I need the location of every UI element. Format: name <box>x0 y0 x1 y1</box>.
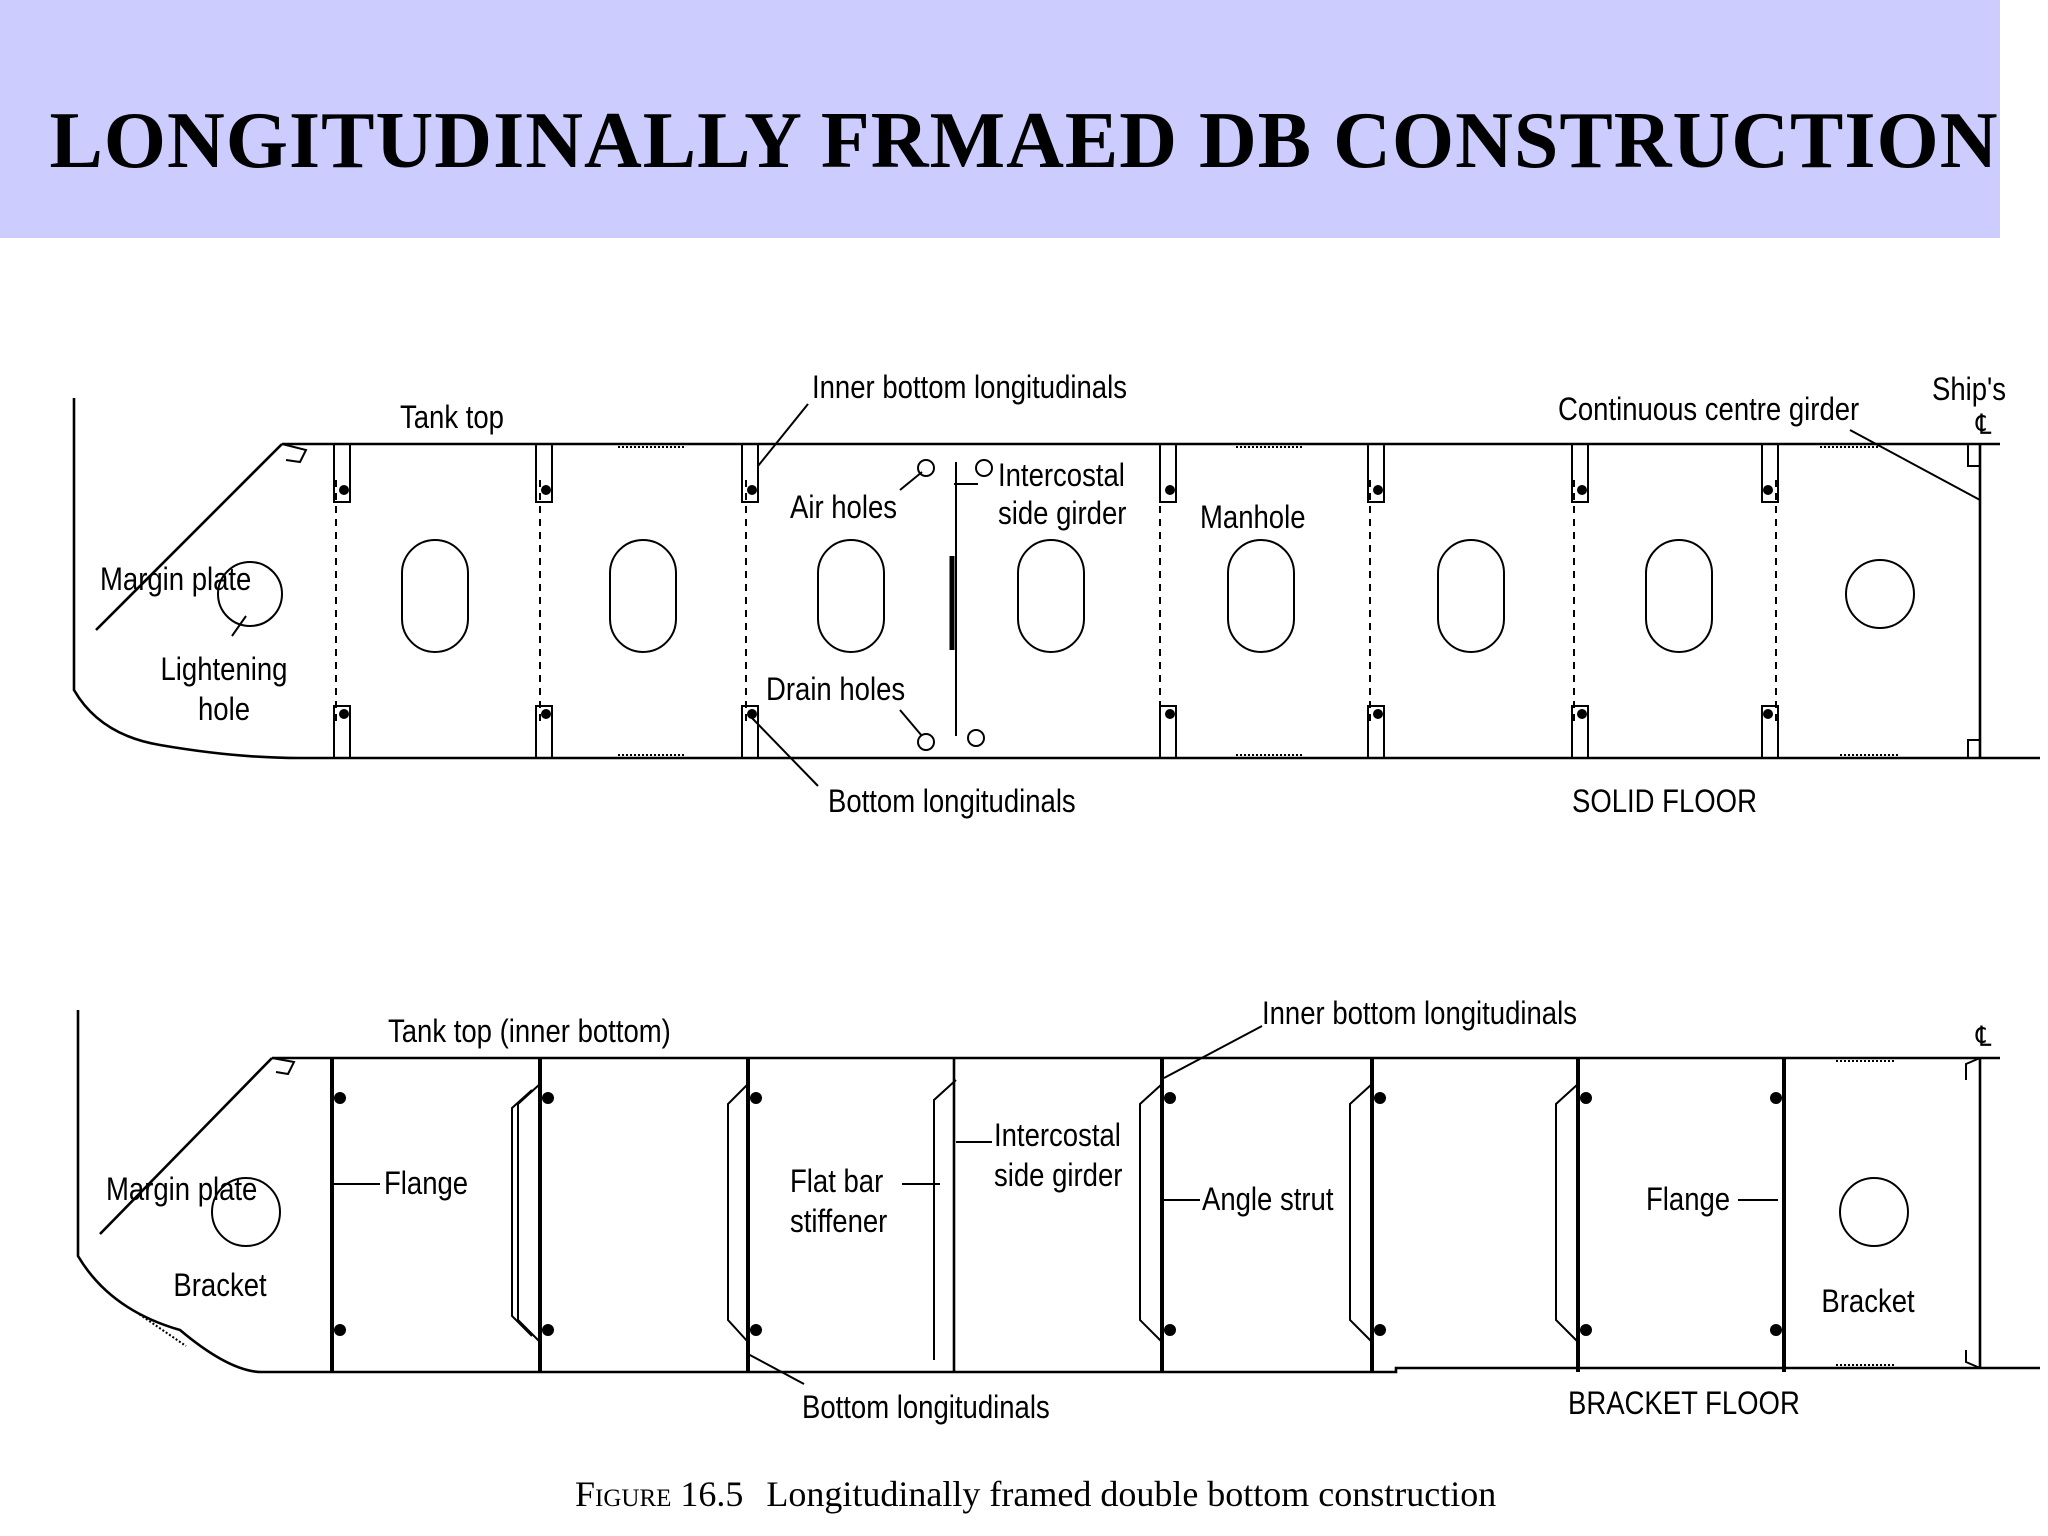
struts <box>511 1079 1579 1360</box>
margin-plate-line <box>95 443 283 631</box>
title-bar: LONGITUDINALLY FRMAED DB CONSTRUCTION <box>0 0 2000 238</box>
cl-symbol: ℄ <box>1975 408 1992 440</box>
inner-bottom-longitudinals-label: Inner bottom longitudinals <box>812 370 1127 405</box>
air-drain-holes <box>917 459 993 751</box>
bottom-longitudinals-label-2: Bottom longitudinals <box>802 1390 1050 1425</box>
bracket-left-label: Bracket <box>173 1268 267 1303</box>
bracket-right-label: Bracket <box>1821 1284 1915 1319</box>
lightening-label-1: Lightening <box>161 652 288 687</box>
tank-top-inner-bottom-label: Tank top (inner bottom) <box>388 1014 671 1049</box>
air-holes-label: Air holes <box>790 490 897 525</box>
weld-hatches <box>618 446 1900 756</box>
margin-plate-label-2: Margin plate <box>106 1172 257 1207</box>
figure-caption-text: Longitudinally framed double bottom cons… <box>766 1474 1496 1514</box>
intercostal-label-3: Intercostal <box>994 1118 1121 1153</box>
bracket-floor-drawing <box>76 1010 2040 1385</box>
lightening-label-2: hole <box>198 692 250 727</box>
flat-bar-label-1: Flat bar <box>790 1164 883 1199</box>
tank-top-label: Tank top <box>400 400 504 435</box>
bottom-longitudinals-row <box>333 705 1980 758</box>
bracket-floor-heading: BRACKET FLOOR <box>1568 1386 1800 1421</box>
bracket-longitudinal-dots <box>334 1092 1782 1336</box>
flange-right-label: Flange <box>1646 1182 1730 1217</box>
solid-floor-heading: SOLID FLOOR <box>1572 784 1757 819</box>
bottom-longitudinals-label: Bottom longitudinals <box>828 784 1076 819</box>
bracket-floor-verticals <box>330 1058 1786 1372</box>
manhole-label: Manhole <box>1200 500 1306 535</box>
solid-leaders <box>231 403 1981 787</box>
cl-symbol-2: ℄ <box>1975 1020 1992 1052</box>
intercostal-label-4: side girder <box>994 1158 1122 1193</box>
flange-left-label: Flange <box>384 1166 468 1201</box>
bracket-hole-left <box>211 1177 281 1247</box>
figure-caption: Figure 16.5 Longitudinally framed double… <box>575 1474 1496 1514</box>
continuous-centre-girder-label: Continuous centre girder <box>1558 392 1859 427</box>
bracket-hole-right <box>1839 1177 1909 1247</box>
inner-bottom-longitudinals-label-2: Inner bottom longitudinals <box>1262 996 1577 1031</box>
inner-bottom-longitudinals-top <box>333 444 1980 503</box>
bracket-leaders <box>332 1025 1778 1385</box>
shell-bilge <box>72 398 2040 760</box>
flat-bar-label-2: stiffener <box>790 1204 887 1239</box>
intercostal-label-2: side girder <box>998 496 1126 531</box>
slide-title: LONGITUDINALLY FRMAED DB CONSTRUCTION <box>49 97 1999 185</box>
shell-bilge-2 <box>76 1010 2040 1374</box>
figure-caption-prefix: Figure 16.5 <box>575 1474 743 1514</box>
floor-stiffeners <box>335 480 1777 722</box>
lightening-holes <box>217 539 1915 653</box>
drain-holes-label: Drain holes <box>766 672 905 707</box>
margin-plate-label: Margin plate <box>100 562 251 597</box>
solid-floor-drawing <box>72 398 2040 787</box>
intercostal-label-1: Intercostal <box>998 458 1125 493</box>
angle-strut-label: Angle strut <box>1202 1182 1334 1217</box>
ships-cl-label: Ship's <box>1932 372 2006 407</box>
